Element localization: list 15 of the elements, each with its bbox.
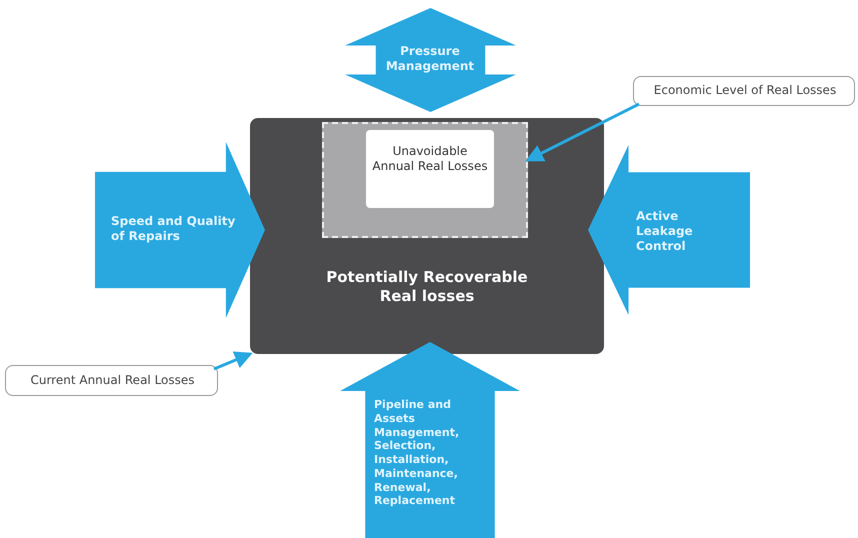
- callout-box: [633, 76, 855, 106]
- callout-box: [5, 365, 218, 396]
- box-label: Unavoidable Annual Real Losses: [372, 144, 488, 174]
- arrow-label: Active Leakage Control: [636, 209, 694, 254]
- box-label: Potentially Recoverable Real losses: [325, 268, 529, 306]
- dashed-box: [322, 122, 528, 238]
- arrow-label: Pressure Management: [384, 44, 476, 74]
- arrow-label: Speed and Quality of Repairs: [111, 214, 236, 244]
- leader-arrow: [213, 351, 253, 370]
- arrow-label: Pipeline and Assets Management, Selection, Installation, Maintenance, Renewal, Replacement: [374, 398, 460, 508]
- loss-box: [250, 118, 604, 354]
- callout-text: Current Annual Real Losses: [29, 373, 196, 388]
- inner-box: [366, 130, 494, 208]
- leader-arrow: [525, 102, 640, 162]
- callout-text: Economic Level of Real Losses: [652, 83, 838, 98]
